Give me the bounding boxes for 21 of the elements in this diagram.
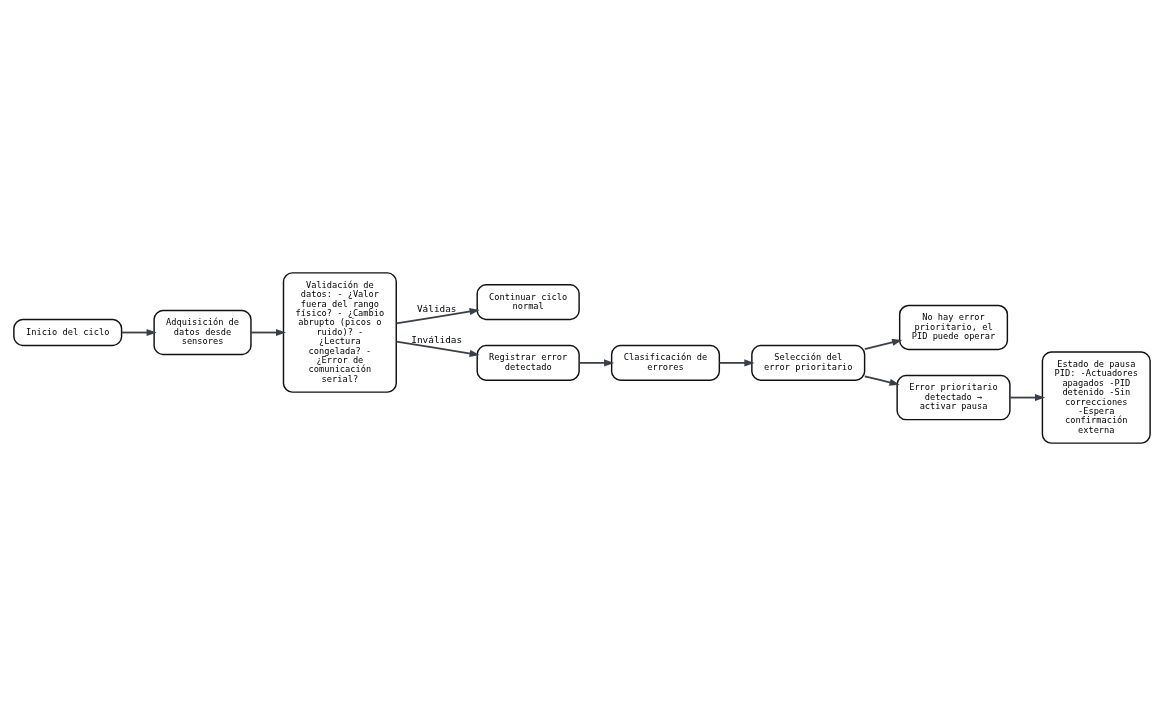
arrow	[1009, 393, 1046, 401]
node-box: No hay error prioritario, el PID puede operar	[898, 304, 1009, 350]
node-box: Selección del error prioritario	[751, 344, 866, 381]
node-box: Inicio del ciclo	[13, 318, 123, 346]
arrow	[578, 358, 615, 366]
edge-label: Inválidas	[411, 333, 463, 345]
arrow	[718, 358, 755, 366]
node-box: Registrar error detectado	[476, 344, 580, 381]
node-box: Estado de pausa PID: -Actuadores apagados -PID detenido -Sin correcciones -Espera confirmación externa	[1041, 350, 1151, 444]
node-box: Validación de datos: - ¿Valor fuera del rango físico? - ¿Cambio abrupto (picos o ruido)? - ¿Lectura congelada? - ¿Error de comunicación serial?	[282, 271, 397, 393]
arrow	[250, 328, 287, 336]
node-box: Continuar ciclo normal	[476, 283, 580, 320]
arrow	[863, 338, 903, 350]
node-box: Adquisición de datos desde sensores	[153, 309, 252, 355]
arrow	[395, 340, 480, 357]
arrow	[120, 328, 157, 336]
arrow	[863, 374, 900, 386]
node-box: Clasificación de errores	[610, 344, 721, 381]
edge-label: Válidas	[416, 302, 457, 314]
node-box: Error prioritario detectado → activar pausa	[896, 374, 1011, 420]
arrow	[395, 307, 480, 324]
